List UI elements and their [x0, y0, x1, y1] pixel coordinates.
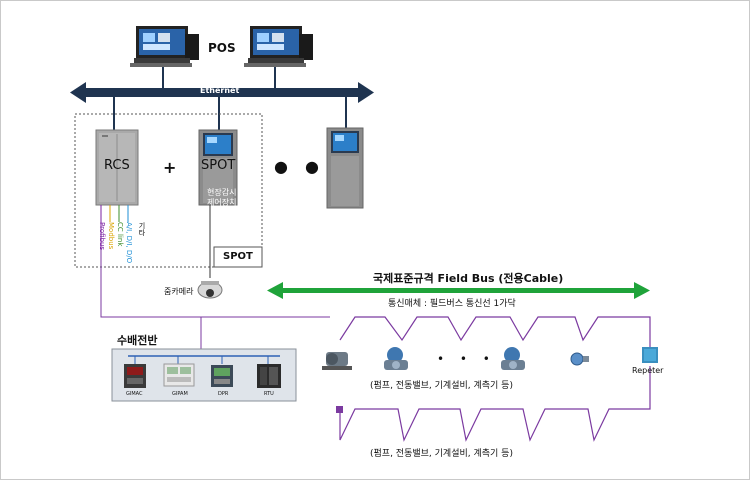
- spot-kiosk: [198, 129, 238, 206]
- dpr-device: [211, 365, 233, 387]
- gimac-label: GIMAC: [126, 391, 143, 397]
- device-caption-top: (펌프, 전동밸브, 기계설비, 계측기 등): [370, 381, 513, 391]
- gipam-device: [163, 363, 195, 387]
- fieldbus-subtitle: 통신매체 : 필드버스 통신선 1가닥: [388, 299, 516, 309]
- camera-label: 줌카메라: [164, 287, 194, 296]
- device-ellipsis: • • •: [437, 352, 496, 366]
- rtu-label: RTU: [264, 391, 274, 397]
- spot-kiosk-3: [326, 127, 364, 209]
- rtu-device: [257, 364, 281, 388]
- valve-icon-2: [501, 347, 525, 370]
- bus-terminator: [336, 406, 343, 413]
- field-bus-zigzag-top: [339, 316, 651, 348]
- fieldbus-title: 국제표준규격 Field Bus (전용Cable): [373, 272, 564, 285]
- repeater-label: Repeter: [632, 366, 664, 375]
- pump-icon: [322, 352, 352, 370]
- gimac-device: [124, 364, 146, 388]
- valve-icon-1: [384, 347, 408, 370]
- spot-label: SPOT: [201, 158, 236, 173]
- field-bus-zigzag-bottom: [339, 366, 651, 442]
- ellipsis-dots: ● ●: [274, 157, 326, 176]
- profibus-label: Profibus: [98, 222, 106, 251]
- transmitter-icon: [570, 352, 589, 366]
- spot-group-box: [74, 113, 263, 268]
- device-caption-bottom: (펌프, 전동밸브, 기계설비, 계측기 등): [370, 449, 513, 459]
- ethernet-label: Ethernet: [200, 86, 240, 95]
- panel-bus: [100, 250, 202, 350]
- rcs-label: RCS: [104, 158, 130, 173]
- rcs-cabinet: [95, 129, 139, 206]
- pos-computer-2: [244, 26, 313, 67]
- repeater-icon: [642, 347, 658, 363]
- spot-screen-text-2: 제어장치: [207, 198, 237, 207]
- spot-box-label: SPOT: [223, 251, 253, 262]
- pos-label: POS: [208, 41, 236, 55]
- ethernet-bus: [70, 82, 374, 103]
- aidido-label: A/I, D/I, D/O: [125, 222, 133, 264]
- pos-computer-1: [130, 26, 199, 67]
- spot-label-box: [213, 246, 263, 268]
- dpr-label: DPR: [218, 391, 229, 397]
- gipam-label: GIPAM: [172, 391, 188, 397]
- cclink-label: CC link: [116, 222, 124, 247]
- panel-title: 수배전반: [117, 334, 158, 347]
- spot-screen-text-1: 현장감시: [207, 188, 237, 197]
- fieldbus-arrow: [267, 282, 650, 299]
- modbus-label: Modbus: [107, 222, 115, 250]
- plus-sign: +: [163, 158, 177, 177]
- zoom-camera: [197, 281, 223, 299]
- other-label: 기타: [138, 222, 146, 236]
